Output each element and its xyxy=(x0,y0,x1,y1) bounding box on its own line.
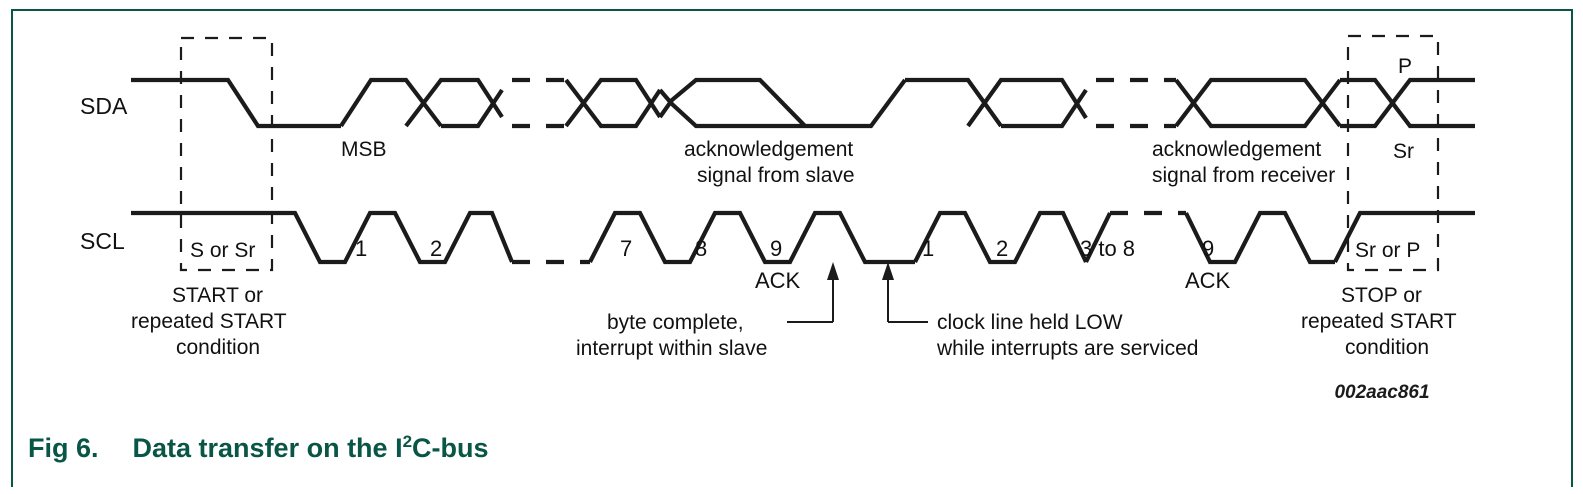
caption-title-pre: Data transfer on the I xyxy=(132,433,403,463)
start-box-label: S or Sr xyxy=(190,239,255,262)
sda-byte2-bit2-upper xyxy=(966,77,1088,128)
scl-pulse-num-1: 1 xyxy=(355,236,367,261)
ack-receiver-line2: signal from receiver xyxy=(1152,164,1335,187)
scl-pulses-1-2 xyxy=(131,210,514,265)
ack-label-second: ACK xyxy=(1185,268,1231,293)
clock-low-arrow-head xyxy=(882,262,894,280)
ack-receiver-line1: acknowledgement xyxy=(1152,138,1321,161)
scl-stop-rise xyxy=(1333,210,1475,263)
start-caption-line1: START or xyxy=(172,284,263,307)
start-caption-line2: repeated START xyxy=(131,310,287,333)
scl-byte2-pulses-1-2 xyxy=(913,210,1088,265)
sda-bit2-upper xyxy=(404,77,504,128)
stop-p-label: P xyxy=(1398,55,1412,78)
clock-low-line2: while interrupts are serviced xyxy=(936,337,1198,360)
stop-caption-line2: repeated START xyxy=(1301,310,1457,333)
scl-3to8-rise xyxy=(1084,212,1112,263)
sda-bit8-lower xyxy=(658,88,805,129)
caption-title-post: C-bus xyxy=(412,433,489,463)
caption-title: Data transfer on the I2C-bus xyxy=(133,432,489,464)
scl-pulse-num-9: 9 xyxy=(770,236,782,261)
scl-byte2-pulse-num-9: 9 xyxy=(1202,236,1214,261)
sda-bit7-upper xyxy=(564,77,662,128)
scl-pulses-7-8-9 xyxy=(588,210,915,265)
start-condition-box xyxy=(179,36,274,272)
scl-byte2-pulse-num-2: 2 xyxy=(996,236,1008,261)
sda-bit8-upper xyxy=(658,77,807,128)
sda-byte2-bit1-upper xyxy=(905,77,1003,128)
ack-label-first: ACK xyxy=(755,268,801,293)
sda-ack-receiver-upper xyxy=(1174,77,1342,128)
stop-caption-line1: STOP or xyxy=(1341,284,1422,307)
ack-slave-line1: acknowledgement xyxy=(684,138,853,161)
stop-box-label: Sr or P xyxy=(1355,239,1420,262)
scl-pulse-num-8: 8 xyxy=(695,236,707,261)
sda-byte2-bit2-lower xyxy=(1001,88,1088,129)
byte-complete-line1: byte complete, xyxy=(607,311,744,334)
start-caption-line3: condition xyxy=(176,336,260,359)
sda-start-falling-edge xyxy=(131,77,341,129)
scl-rail-label: SCL xyxy=(80,228,125,254)
msb-label: MSB xyxy=(341,138,387,161)
sda-stop-falling xyxy=(1340,77,1475,129)
scl-byte2-pulse-9 xyxy=(1184,210,1335,265)
sda-rail-label: SDA xyxy=(80,93,128,119)
byte-complete-line2: interrupt within slave xyxy=(576,337,767,360)
stop-sr-label: Sr xyxy=(1393,140,1414,163)
sda-ack-slave-low xyxy=(805,78,907,129)
scl-pulse-num-2: 2 xyxy=(430,236,442,261)
stop-condition-box xyxy=(1346,34,1440,272)
figure-caption: Fig 6. Data transfer on the I2C-bus xyxy=(28,432,489,464)
figure-border xyxy=(11,9,1573,487)
scl-byte2-pulse-num-3to8: 3 to 8 xyxy=(1080,236,1135,261)
stop-caption-line3: condition xyxy=(1345,336,1429,359)
sda-stop-rising xyxy=(1340,77,1475,129)
scl-byte2-pulse-num-1: 1 xyxy=(922,236,934,261)
scl-pulse-num-7: 7 xyxy=(620,236,632,261)
caption-number: Fig 6. xyxy=(28,433,99,463)
ack-slave-line2: signal from slave xyxy=(697,164,855,187)
sda-bit2-lower xyxy=(441,88,504,129)
caption-title-superscript: 2 xyxy=(402,432,413,451)
sda-ack-receiver-lower xyxy=(1174,78,1342,129)
byte-complete-arrow-head xyxy=(827,262,839,280)
sda-bit7-lower xyxy=(564,78,662,129)
drawing-id: 002aac861 xyxy=(1334,382,1429,403)
clock-low-line1: clock line held LOW xyxy=(937,311,1123,334)
